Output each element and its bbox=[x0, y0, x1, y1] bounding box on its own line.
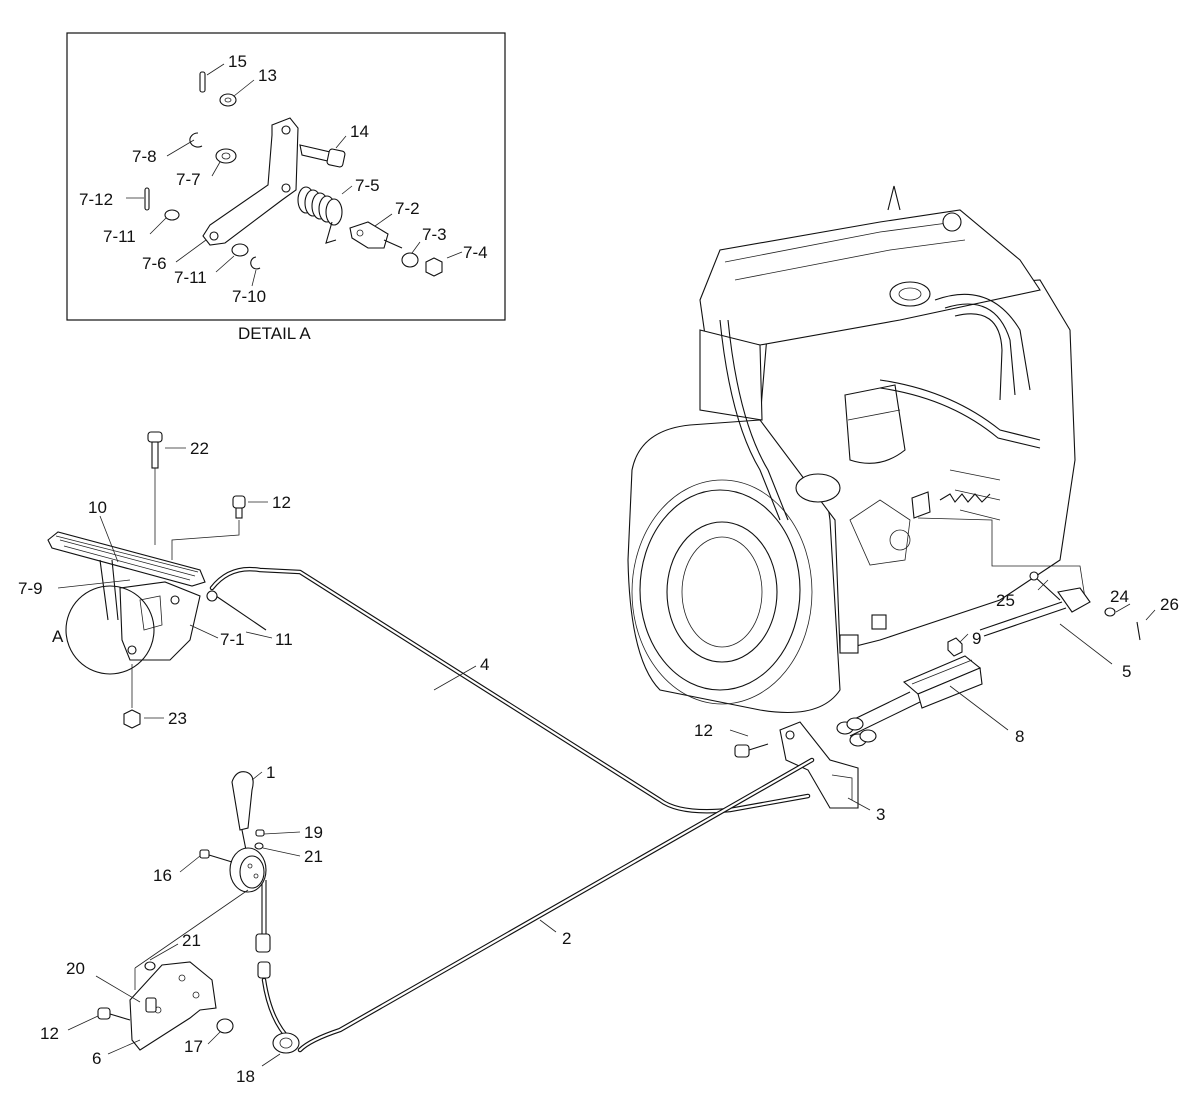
pin-26 bbox=[1136, 621, 1141, 641]
callout-7-2: 7-2 bbox=[395, 199, 420, 218]
callout-7-4: 7-4 bbox=[463, 243, 488, 262]
callout-a: A bbox=[52, 627, 64, 646]
pin-15 bbox=[199, 71, 206, 93]
bolt-14 bbox=[299, 144, 346, 168]
pivot-7-2 bbox=[349, 221, 403, 249]
callout-23: 23 bbox=[168, 709, 187, 728]
callout-13: 13 bbox=[258, 66, 277, 85]
lever-arm-7-6 bbox=[202, 117, 299, 246]
nut-9 bbox=[947, 637, 963, 657]
callout-9: 9 bbox=[972, 629, 981, 648]
main-leaders bbox=[57, 447, 1156, 1067]
callout-14: 14 bbox=[350, 122, 369, 141]
callout-7-1: 7-1 bbox=[220, 630, 245, 649]
callout-7-9: 7-9 bbox=[18, 579, 43, 598]
clamp-18 bbox=[272, 1032, 300, 1054]
callout-17: 17 bbox=[184, 1037, 203, 1056]
callout-7-11-b: 7-11 bbox=[174, 268, 207, 287]
washer-7-3 bbox=[401, 252, 419, 268]
snap-ring-7-10 bbox=[250, 256, 261, 270]
callout-24: 24 bbox=[1110, 587, 1129, 606]
washer-7-11-b bbox=[231, 243, 249, 257]
washer-24 bbox=[1104, 607, 1116, 617]
callout-7-12: 7-12 bbox=[79, 190, 113, 209]
callout-10: 10 bbox=[88, 498, 107, 517]
callout-20: 20 bbox=[66, 959, 85, 978]
pedal-assembly bbox=[47, 431, 267, 729]
callout-21-lower: 21 bbox=[182, 931, 201, 950]
detail-leaders bbox=[126, 63, 463, 287]
cable-bracket-8 bbox=[902, 655, 983, 709]
bracket-3 bbox=[779, 721, 859, 809]
callout-19: 19 bbox=[304, 823, 323, 842]
callout-12-top: 12 bbox=[272, 493, 291, 512]
callout-11: 11 bbox=[275, 630, 293, 649]
detail-a-frame bbox=[66, 32, 506, 321]
washer-7-7 bbox=[215, 148, 237, 164]
cable-hand-lever bbox=[255, 880, 293, 1043]
callout-12-bracket: 12 bbox=[694, 721, 713, 740]
detail-caption: DETAIL A bbox=[238, 324, 311, 343]
callout-16: 16 bbox=[153, 866, 172, 885]
nut-7-4 bbox=[425, 257, 443, 277]
callout-7-8: 7-8 bbox=[132, 147, 157, 166]
callout-6: 6 bbox=[92, 1049, 101, 1068]
callout-2: 2 bbox=[562, 929, 571, 948]
pin-25 bbox=[1029, 571, 1061, 601]
pin-7-12 bbox=[144, 187, 150, 211]
cable-end-threads bbox=[836, 691, 921, 747]
cable-4 bbox=[209, 566, 811, 814]
snap-ring-7-8 bbox=[189, 132, 203, 148]
callout-7-3: 7-3 bbox=[422, 225, 447, 244]
detail-a-inset: 15 13 14 7-8 7-7 7-5 7-12 7-2 7-11 7-3 7… bbox=[66, 32, 506, 343]
callout-7-11-a: 7-11 bbox=[103, 227, 136, 246]
spring-7-5 bbox=[297, 186, 343, 244]
washer-7-11-a bbox=[164, 209, 180, 221]
callout-12-lower: 12 bbox=[40, 1024, 59, 1043]
hand-lever-assembly bbox=[97, 771, 267, 1051]
callout-18: 18 bbox=[236, 1067, 255, 1086]
callout-7-7: 7-7 bbox=[176, 170, 201, 189]
engine-assembly bbox=[627, 185, 1086, 713]
callout-3: 3 bbox=[876, 805, 885, 824]
callout-4: 4 bbox=[480, 655, 489, 674]
cable-2 bbox=[297, 757, 815, 1053]
callout-25: 25 bbox=[996, 591, 1015, 610]
rod-end-5 bbox=[979, 587, 1091, 637]
bolt-12-bracket bbox=[734, 743, 769, 758]
callout-7-5: 7-5 bbox=[355, 176, 380, 195]
callout-22: 22 bbox=[190, 439, 209, 458]
callout-8: 8 bbox=[1015, 727, 1024, 746]
callout-7-10: 7-10 bbox=[232, 287, 266, 306]
washer-13 bbox=[219, 93, 237, 107]
callout-15: 15 bbox=[228, 52, 247, 71]
callout-21-upper: 21 bbox=[304, 847, 323, 866]
callout-5: 5 bbox=[1122, 662, 1131, 681]
callout-7-6: 7-6 bbox=[142, 254, 167, 273]
callout-1: 1 bbox=[266, 763, 275, 782]
callout-26: 26 bbox=[1160, 595, 1179, 614]
